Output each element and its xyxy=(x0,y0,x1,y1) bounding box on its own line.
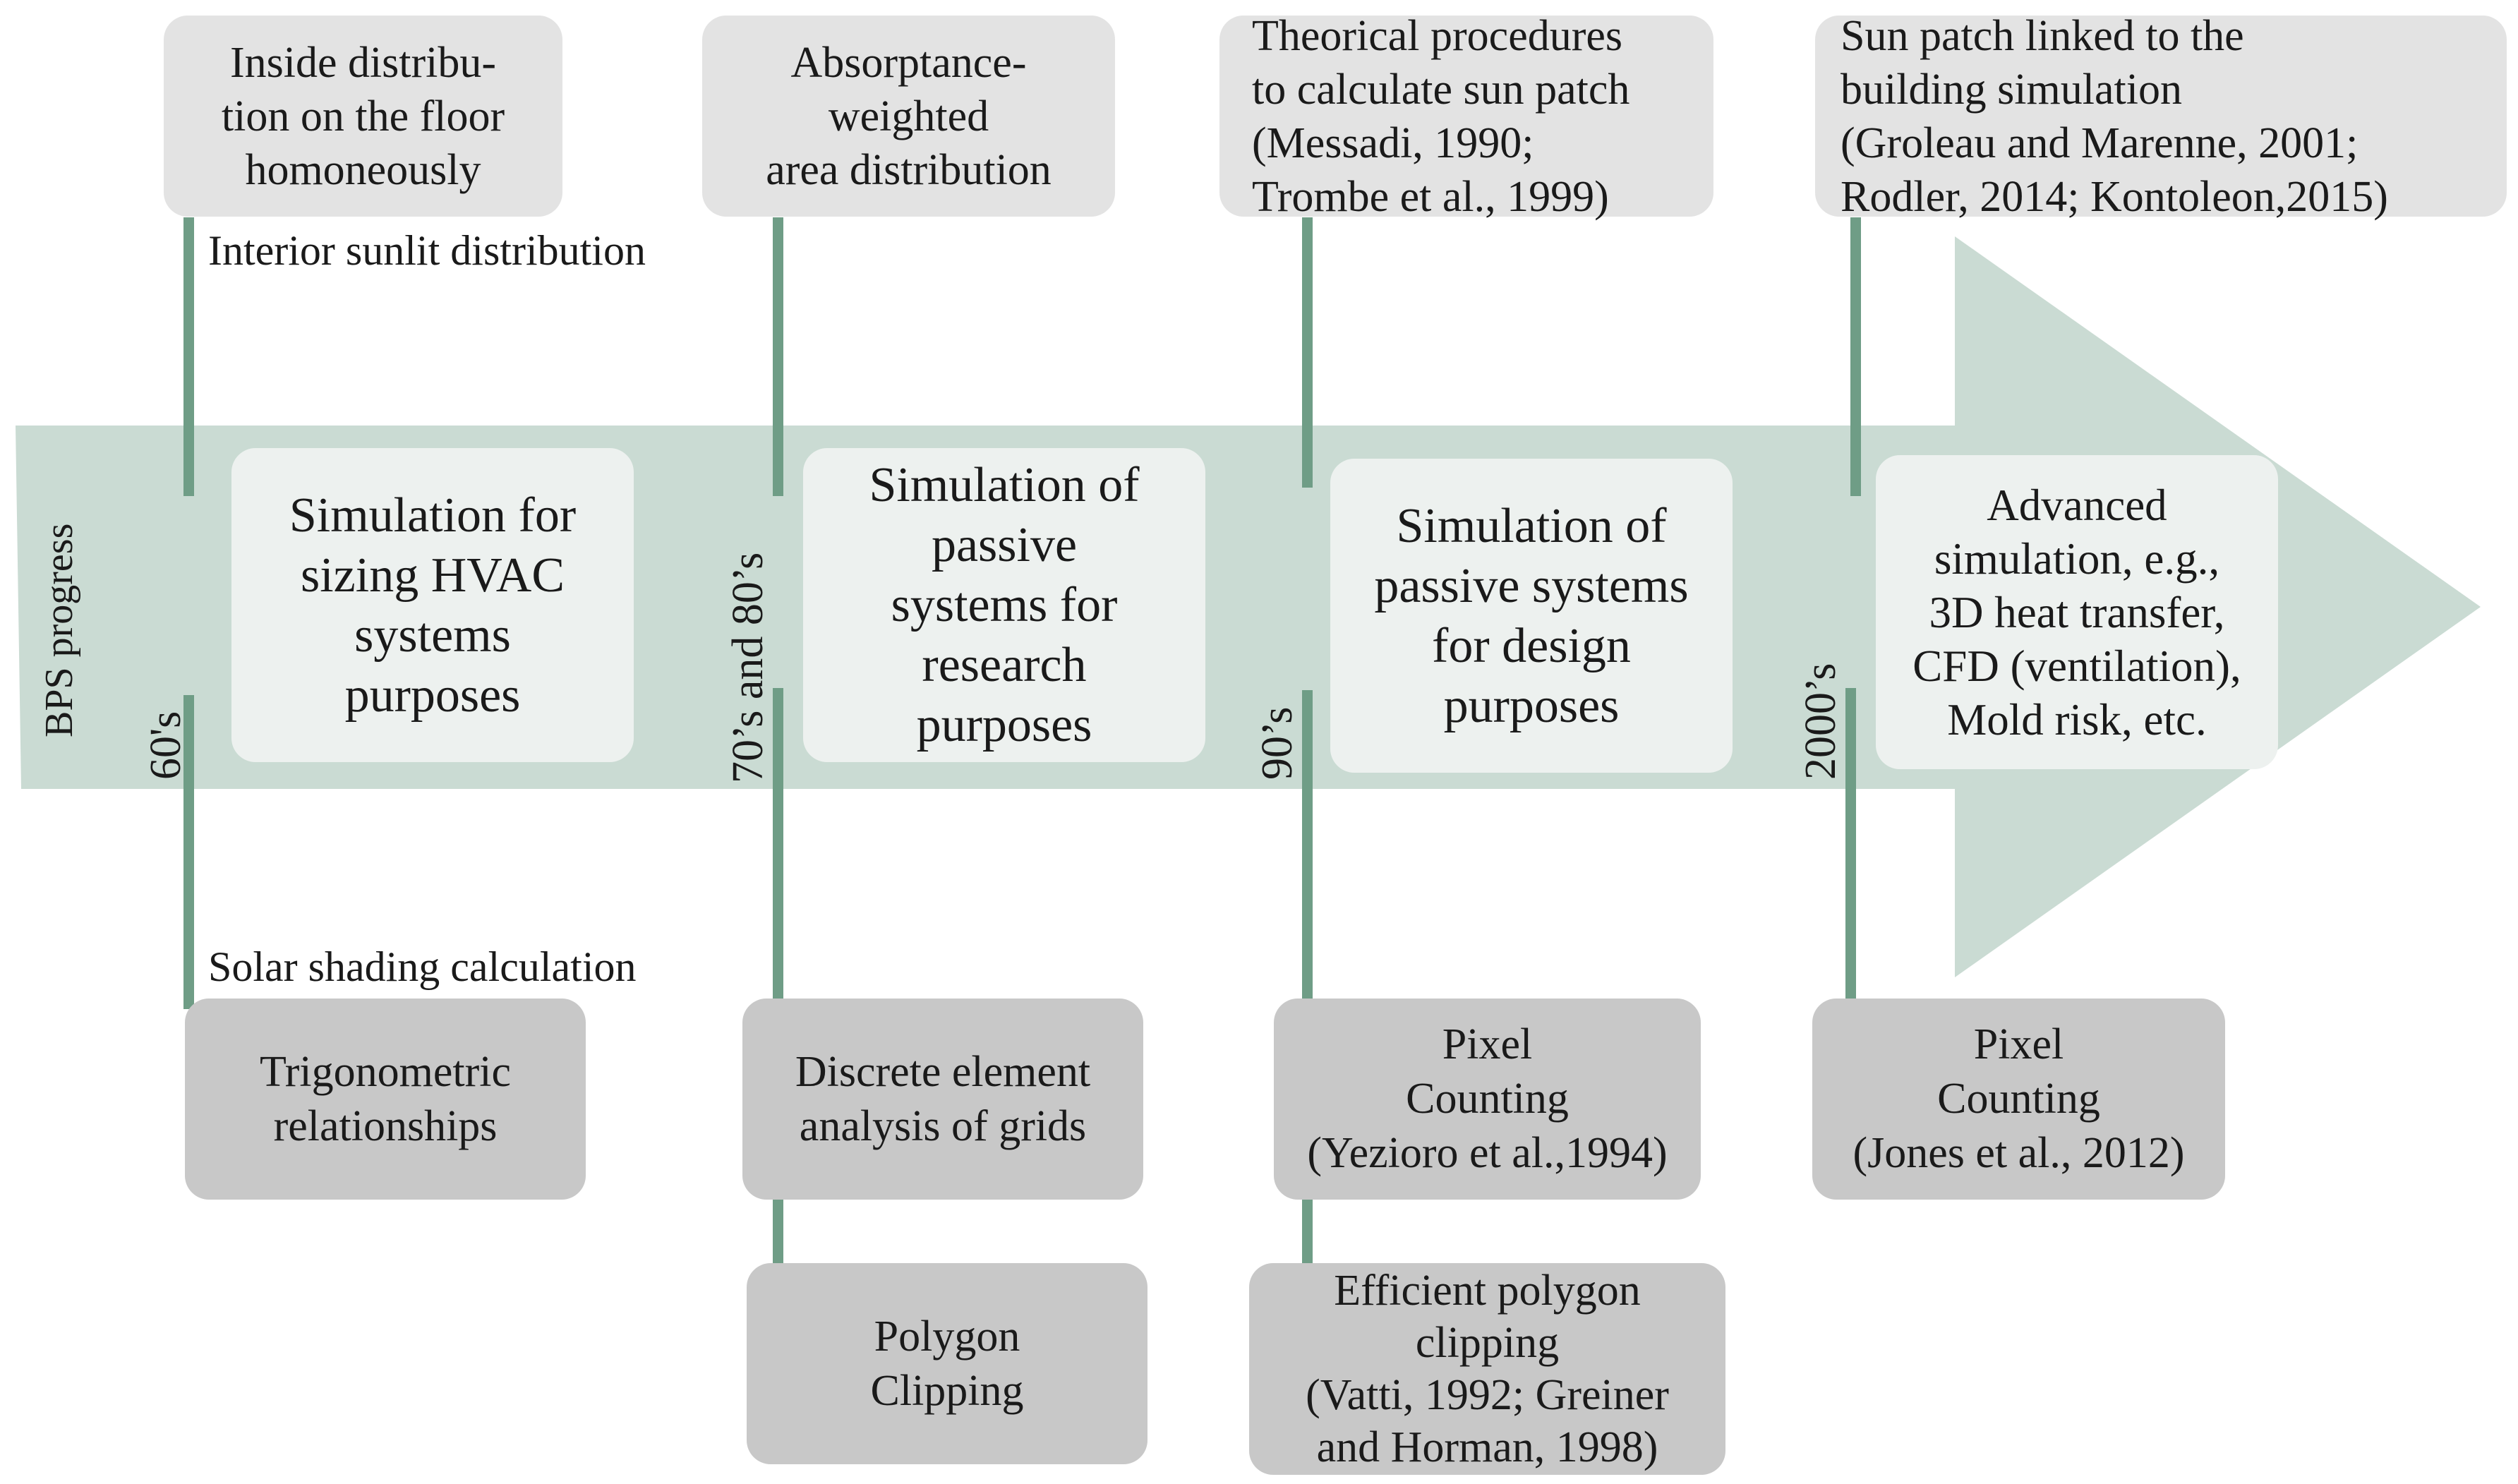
text-line: Pixel xyxy=(1442,1020,1533,1068)
text-line: Theorical procedures xyxy=(1252,11,1623,60)
text-line: Trombe et al., 1999) xyxy=(1252,172,1609,221)
text-line: 3D heat transfer, xyxy=(1929,587,2225,637)
interior-sunlit-label: Interior sunlit distribution xyxy=(208,227,646,274)
text-line: Counting xyxy=(1406,1075,1569,1123)
era-label-90s: 90’s xyxy=(1253,706,1301,780)
connector-7080s-lower xyxy=(773,1198,783,1263)
text-line: Advanced xyxy=(1987,480,2167,530)
text-line: homoneously xyxy=(245,145,481,194)
text-line: area distribution xyxy=(766,145,1052,194)
top-box-7080s: Absorptance- weighted area distribution xyxy=(702,16,1115,217)
connector-2000s-bottom xyxy=(1845,688,1856,999)
text-line: Simulation for xyxy=(289,488,577,543)
text-line: passive xyxy=(931,518,1078,572)
top-box-60s: Inside distribu- tion on the floor homon… xyxy=(164,16,562,217)
text-line: tion on the floor xyxy=(221,92,505,140)
text-line: CFD (ventilation), xyxy=(1912,641,2241,691)
text-line: (Vatti, 1992; Greiner xyxy=(1306,1371,1669,1419)
text-line: research xyxy=(922,638,1087,692)
era-label-60s: 60's xyxy=(142,711,190,780)
solar-shading-label: Solar shading calculation xyxy=(208,943,637,990)
connector-90s-bottom xyxy=(1302,690,1313,999)
text-line: systems for xyxy=(891,578,1118,632)
text-line: Clipping xyxy=(870,1366,1024,1415)
text-line: Simulation of xyxy=(869,458,1140,512)
text-line: Trigonometric xyxy=(260,1047,511,1096)
connector-7080s-bottom xyxy=(773,688,783,1000)
text-line: purposes xyxy=(1443,678,1620,733)
text-line: systems xyxy=(354,608,511,663)
text-line: for design xyxy=(1432,618,1631,673)
bottom-box-90s-1: Pixel Counting (Yezioro et al.,1994) xyxy=(1274,999,1701,1200)
connector-7080s-top xyxy=(773,217,783,496)
text-line: (Jones et al., 2012) xyxy=(1853,1129,2185,1177)
top-box-2000s: Sun patch linked to the building simulat… xyxy=(1815,12,2507,221)
bottom-box-2000s-1: Pixel Counting (Jones et al., 2012) xyxy=(1812,999,2225,1200)
text-line: Absorptance- xyxy=(790,38,1027,87)
text-line: weighted xyxy=(828,92,989,140)
middle-box-7080s: Simulation of passive systems for resear… xyxy=(803,448,1205,762)
text-line: (Yezioro et al.,1994) xyxy=(1307,1129,1668,1177)
text-line: Simulation of xyxy=(1396,498,1667,553)
text-line: Rodler, 2014; Kontoleon,2015) xyxy=(1841,172,2388,221)
text-line: Counting xyxy=(1937,1075,2100,1123)
text-line: (Messadi, 1990; xyxy=(1252,119,1534,167)
text-line: sizing HVAC xyxy=(300,548,565,603)
text-line: analysis of grids xyxy=(799,1102,1087,1150)
text-line: building simulation xyxy=(1841,65,2182,114)
text-line: Polygon xyxy=(874,1312,1020,1361)
text-line: Mold risk, etc. xyxy=(1947,694,2207,744)
era-label-2000s: 2000’s xyxy=(1797,663,1845,780)
connector-90s-top xyxy=(1302,217,1313,488)
text-line: passive systems xyxy=(1374,558,1689,613)
progress-arrow-shape xyxy=(16,236,2481,977)
era-label-7080s: 70’s and 80’s xyxy=(724,552,772,783)
connector-60s-bottom xyxy=(183,695,194,1009)
text-line: simulation, e.g., xyxy=(1934,533,2220,584)
text-line: Pixel xyxy=(1973,1020,2064,1068)
text-line: Discrete element xyxy=(795,1047,1091,1096)
bottom-box-7080s-2: Polygon Clipping xyxy=(747,1263,1147,1464)
middle-box-90s: Simulation of passive systems for design… xyxy=(1330,459,1733,773)
bottom-box-60s-1: Trigonometric relationships xyxy=(185,999,586,1200)
middle-box-60s: Simulation for sizing HVAC systems purpo… xyxy=(231,448,634,762)
text-line: Inside distribu- xyxy=(229,38,497,87)
bottom-box-90s-2: Efficient polygon clipping (Vatti, 1992;… xyxy=(1249,1263,1725,1475)
text-line: and Horman, 1998) xyxy=(1316,1423,1658,1471)
text-line: Efficient polygon xyxy=(1334,1267,1641,1315)
top-box-90s: Theorical procedures to calculate sun pa… xyxy=(1219,12,1713,221)
text-line: purposes xyxy=(344,668,521,723)
connector-2000s-top xyxy=(1850,217,1861,496)
bottom-box-7080s-1: Discrete element analysis of grids xyxy=(742,999,1143,1200)
text-line: Sun patch linked to the xyxy=(1841,11,2244,60)
connector-90s-lower xyxy=(1302,1198,1313,1263)
text-line: purposes xyxy=(916,698,1092,752)
axis-label: BPS progress xyxy=(37,523,81,737)
text-line: (Groleau and Marenne, 2001; xyxy=(1841,119,2359,167)
text-line: relationships xyxy=(273,1102,498,1150)
connector-60s-top xyxy=(183,217,194,496)
middle-box-2000s: Advanced simulation, e.g., 3D heat trans… xyxy=(1876,455,2278,769)
text-line: to calculate sun patch xyxy=(1252,65,1630,114)
text-line: clipping xyxy=(1415,1319,1560,1367)
